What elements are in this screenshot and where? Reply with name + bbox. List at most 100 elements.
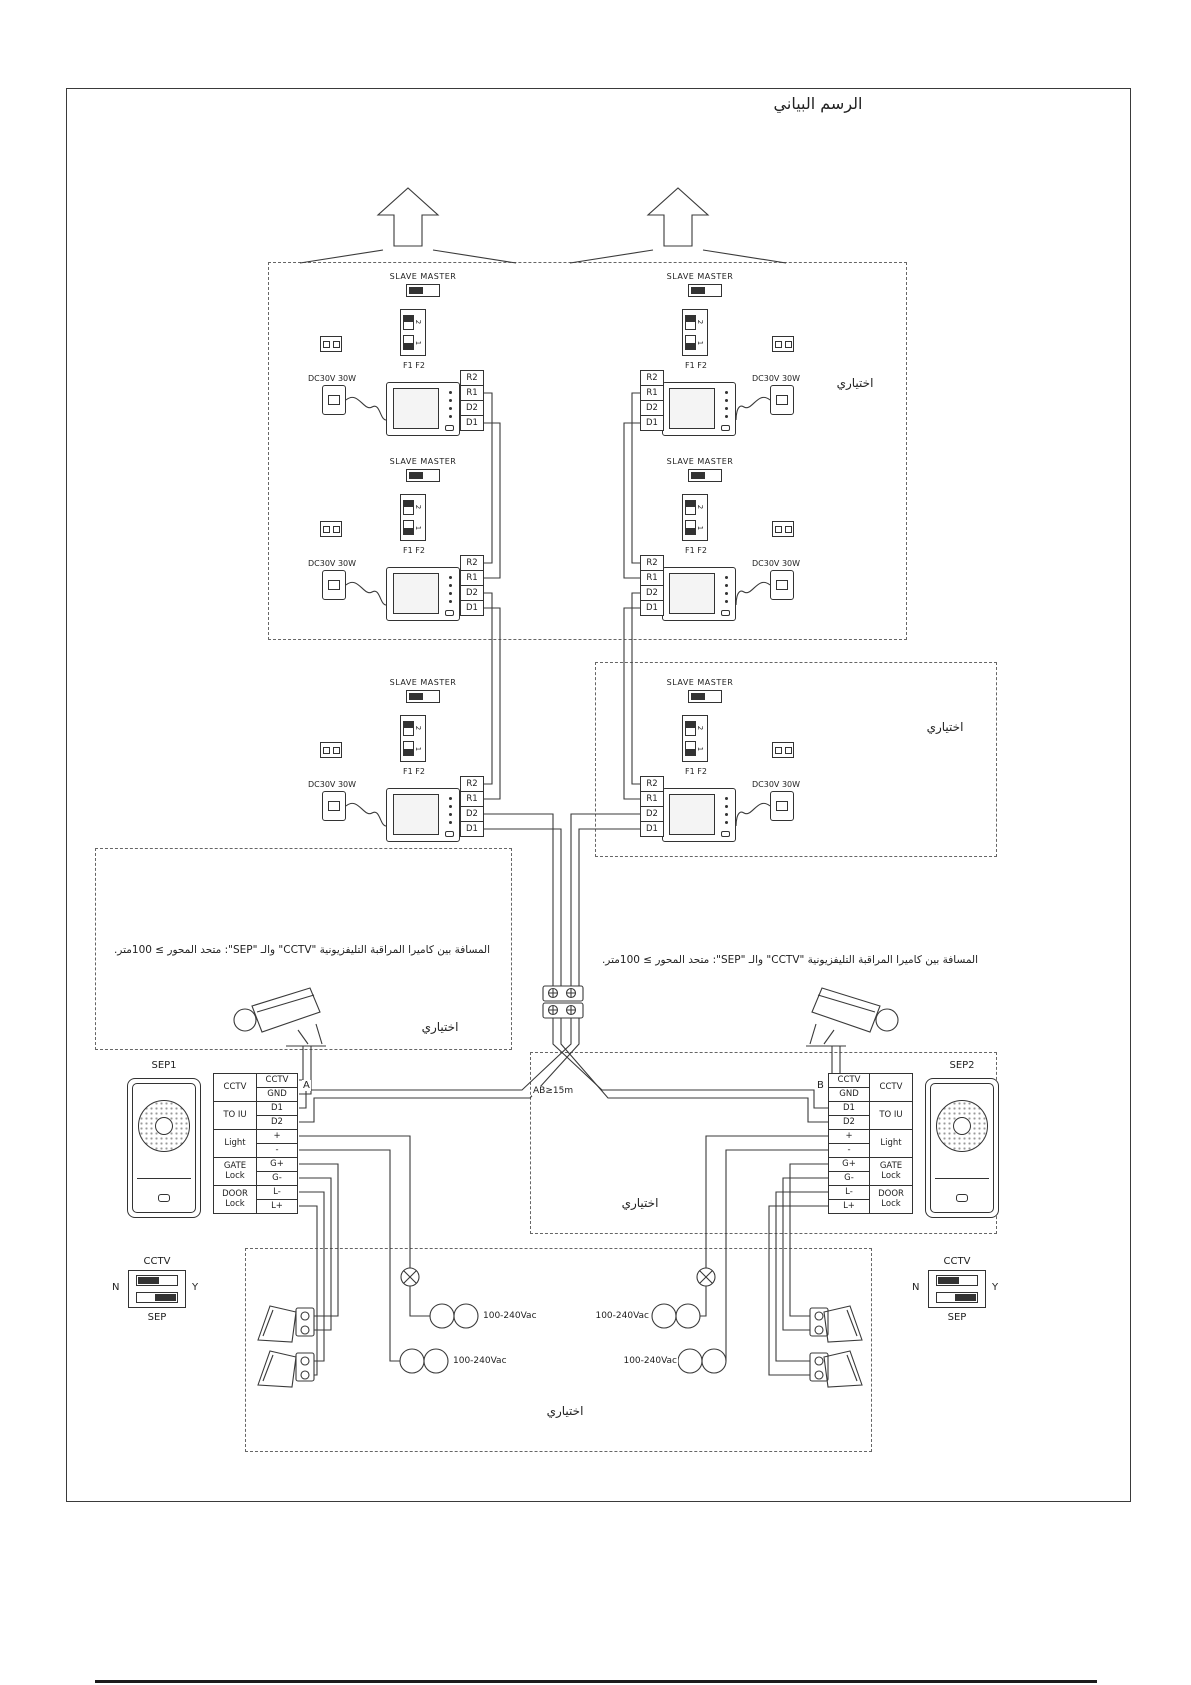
indoor-monitor-unit-1: SLAVE MASTER 2 1 F1 F2 DC30V 30W R2 R1 D… [308,272,558,444]
power-adapter [322,791,346,821]
terminal-r1: R1 [460,385,484,401]
gate-lock-right [809,1305,863,1343]
terminal-d2: D2 [640,400,664,416]
cctv-selector-title-right: CCTV [943,1256,971,1267]
slave-master-switch [406,690,440,703]
monitor [662,788,736,842]
terminal-r1: R1 [640,570,664,586]
station-feed-wires [299,1018,828,1123]
sep-faceplate [132,1083,196,1213]
transformer-right-2 [677,1348,727,1374]
call-button [158,1194,170,1202]
f1f2-label: F1 F2 [685,546,707,555]
pin-l-plus: L+ [828,1199,870,1214]
pin-l-minus: L- [828,1185,870,1200]
pin-gnd: GND [828,1087,870,1102]
power-adapter [770,791,794,821]
group-light: Light [869,1129,913,1158]
group-light: Light [213,1129,257,1158]
pin-d2: D2 [828,1115,870,1130]
power-rating-label: DC30V 30W [752,374,801,383]
terminal-d2: D2 [460,806,484,822]
lamp-right [696,1267,716,1287]
f1f2-label: F1 F2 [685,767,707,776]
group-gate-lock: GATE Lock [213,1157,257,1186]
slave-master-switch [688,284,722,297]
pin-l-minus: L- [256,1185,298,1200]
terminal-r2: R2 [460,370,484,386]
monitor-screen [669,573,715,614]
speaker-holes [725,797,728,824]
terminal-d2: D2 [460,400,484,416]
vac-label-3: 100-240Vac [588,1311,650,1321]
distance-note-right: المسافة بين كاميرا المراقبة التليفزيونية… [601,954,979,966]
speaker-holes [449,391,452,418]
slave-master-switch [688,690,722,703]
power-connector [772,742,794,758]
diagram-border [66,88,1131,1502]
group-cctv: CCTV [213,1073,257,1102]
monitor-button [445,610,454,616]
pin-l-plus: L+ [256,1199,298,1214]
f1f2-label: F1 F2 [403,361,425,370]
terminal-d2: D2 [460,585,484,601]
pin-plus: + [256,1129,298,1144]
bus-wires [484,392,640,986]
slave-master-switch [406,284,440,297]
point-b-label: B [816,1080,825,1091]
slave-master-label: SLAVE MASTER [666,678,734,687]
sep2-label: SEP2 [949,1060,975,1071]
pin-gnd: GND [256,1087,298,1102]
up-arrow-left [299,187,517,264]
vac-label-4: 100-240Vac [616,1356,678,1366]
top-monitor-group-box [268,262,907,640]
terminal-pins: CCTV GND D1 D2 + - G+ G- L- L+ [256,1073,298,1214]
dip-switch: 2 1 [682,715,708,762]
monitor-screen [393,573,439,614]
transformer-left-1 [429,1303,479,1329]
dip-switch: 2 1 [400,309,426,356]
power-adapter [770,570,794,600]
sep-selector-label-right: SEP [947,1312,967,1323]
terminal-d1: D1 [640,415,664,431]
speaker-holes [449,576,452,603]
terminal-r2: R2 [640,776,664,792]
cctv-selector-left [128,1270,186,1308]
f1f2-label: F1 F2 [403,546,425,555]
indoor-monitor-unit-2: SLAVE MASTER 2 1 F1 F2 DC30V 30W R2 R1 D… [308,457,558,629]
sep1-label: SEP1 [151,1060,177,1071]
door-lock-left [257,1350,315,1388]
optional-label-bottom: اختياري [546,1404,584,1418]
call-button [956,1194,968,1202]
gate-lock-left [257,1305,315,1343]
power-rating-label: DC30V 30W [308,559,357,568]
power-rating-label: DC30V 30W [308,780,357,789]
monitor-button [445,425,454,431]
pin-cctv: CCTV [828,1073,870,1088]
power-connector [320,742,342,758]
group-to-iu: TO IU [213,1101,257,1130]
junction-connector [542,985,584,1019]
power-rating-label: DC30V 30W [308,374,357,383]
terminal-r1: R1 [640,385,664,401]
optional-label-mid: اختياري [926,720,964,734]
terminal-block: R2 R1 D2 D1 [640,555,664,616]
vac-label-2: 100-240Vac [452,1356,508,1366]
speaker-holes [449,797,452,824]
terminal-r2: R2 [640,370,664,386]
y-label-right: Y [992,1282,999,1293]
pin-minus: - [256,1143,298,1158]
dip-switch: 2 1 [682,494,708,541]
power-connector [772,336,794,352]
group-gate-lock: GATE Lock [869,1157,913,1186]
monitor-screen [393,388,439,429]
door-station-sep2 [925,1078,999,1218]
slave-master-switch [688,469,722,482]
door-lock-right [809,1350,863,1388]
panel-divider [935,1178,989,1179]
monitor [386,567,460,621]
pin-d1: D1 [828,1101,870,1116]
power-connector [772,521,794,537]
n-label-left: N [112,1282,120,1293]
